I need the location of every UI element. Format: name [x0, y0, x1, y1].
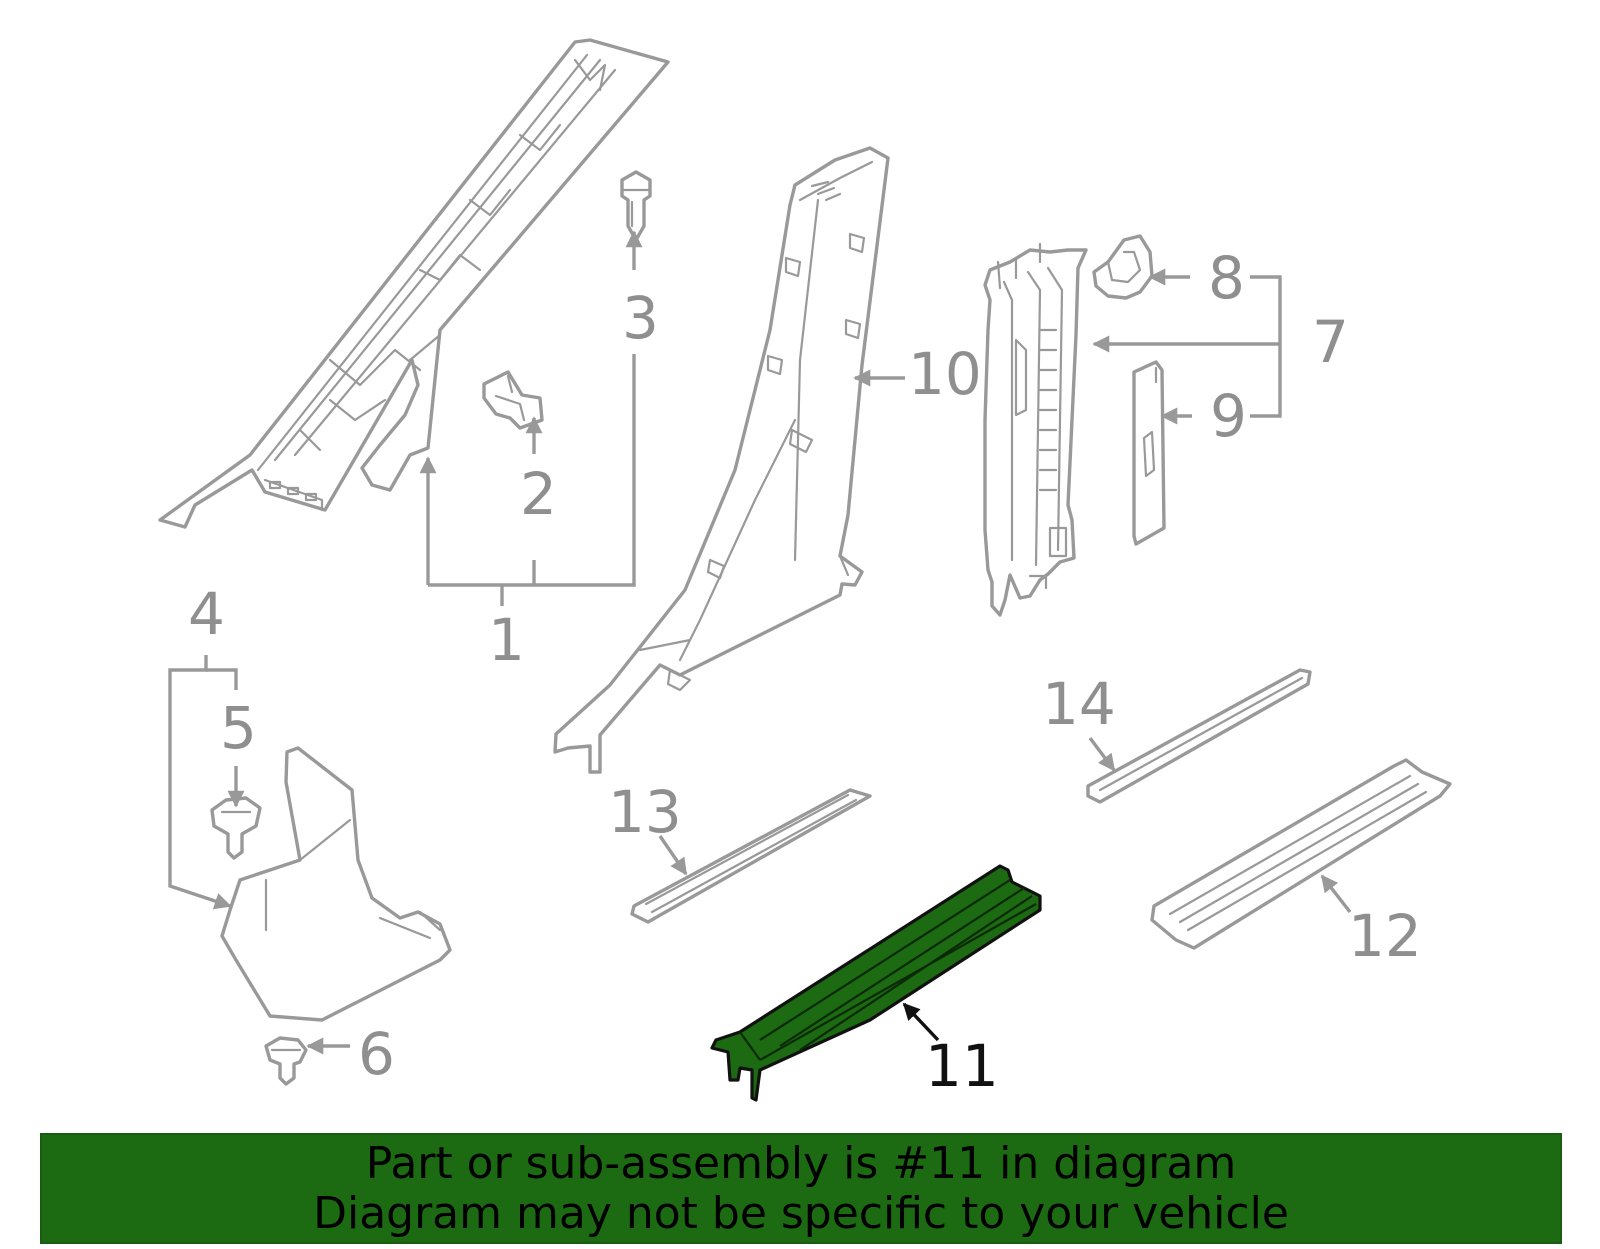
push-pin-part-5	[210, 796, 262, 860]
callout-8: 8	[1208, 244, 1245, 312]
callout-5: 5	[220, 694, 257, 762]
b-pillar-upper-trim	[983, 242, 1088, 617]
scuff-plate-part-12	[1150, 758, 1452, 950]
callout-11: 11	[925, 1032, 999, 1100]
panel-part-9	[1132, 360, 1166, 546]
info-banner: Part or sub-assembly is #11 in diagram D…	[40, 1133, 1562, 1244]
b-pillar-trim	[553, 146, 890, 774]
banner-line-part-number: Part or sub-assembly is #11 in diagram	[365, 1137, 1237, 1189]
callout-2: 2	[520, 460, 557, 528]
push-pin-part-6	[264, 1036, 308, 1086]
callout-6: 6	[358, 1020, 395, 1088]
callout-3: 3	[622, 284, 659, 352]
leader-lines	[168, 230, 1352, 1055]
callout-4: 4	[188, 580, 225, 648]
kick-panel	[220, 746, 452, 1022]
fastener-part-3	[620, 170, 652, 242]
a-pillar-trim	[158, 38, 670, 529]
scuff-strip-part-14	[1086, 668, 1312, 804]
callout-7: 7	[1312, 308, 1349, 376]
callout-13: 13	[608, 778, 682, 846]
callout-9: 9	[1210, 382, 1247, 450]
callout-14: 14	[1042, 670, 1116, 738]
clip-part-8	[1092, 234, 1154, 300]
callout-12: 12	[1348, 902, 1422, 970]
scuff-plate-part-11-highlighted	[710, 864, 1042, 1102]
callout-1: 1	[488, 606, 525, 674]
banner-line-disclaimer: Diagram may not be specific to your vehi…	[313, 1187, 1289, 1239]
callout-10: 10	[908, 340, 982, 408]
scuff-strip-part-13	[630, 788, 872, 924]
